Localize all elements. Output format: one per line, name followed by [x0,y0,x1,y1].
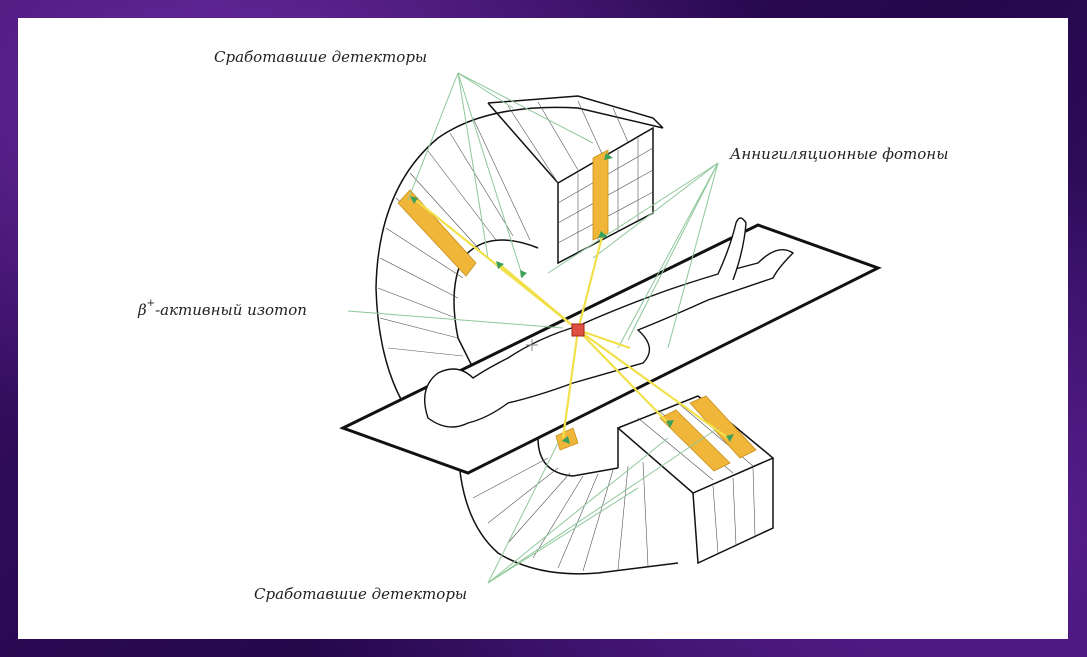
annihilation-photons-label: Аннигиляционные фотоны [730,145,948,163]
active-isotope-label: β+-активный изотоп [138,301,307,319]
triggered-detectors-label-bottom: Сработавшие детекторы [254,585,467,603]
pet-scanner-diagram [18,18,1068,639]
beta-plus-superscript: + [147,298,155,309]
beta-symbol: β [138,301,147,319]
active-isotope-text: -активный изотоп [155,301,307,319]
slide-canvas: Сработавшие детекторы Аннигиляционные фо… [18,18,1068,639]
triggered-detectors-label-top: Сработавшие детекторы [214,48,427,66]
